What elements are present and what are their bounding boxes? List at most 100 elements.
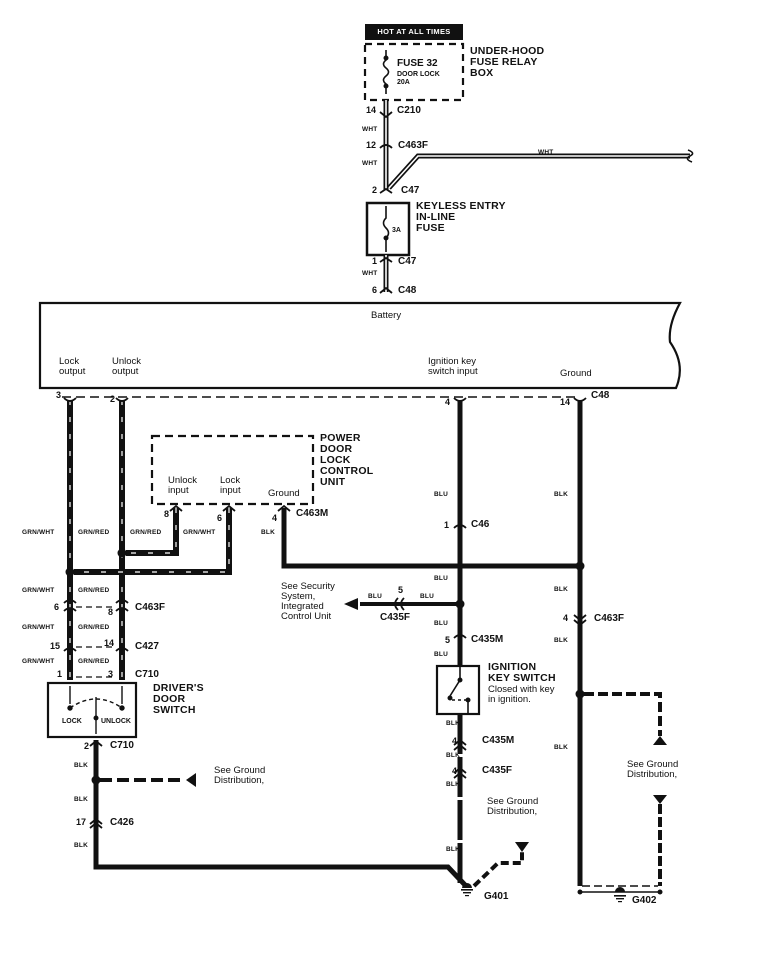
wire-color-label: GRN/WHT [22,529,55,536]
keyless-entry-module-outline [38,301,682,390]
wire-color-label: WHT [538,149,554,156]
wire-color-label: GRN/WHT [22,658,55,665]
connector-c48-module: C48 [591,390,610,401]
connector-c463f-ground: C463F [594,613,625,624]
wire-color-label: BLU [434,651,448,658]
fuse-box-outline [363,42,465,102]
pin-c710-unlock: 3 [108,669,114,679]
pin-c435m-bottom: 4 [452,736,458,746]
module-battery-label: Battery [371,310,402,321]
wire-color-label: BLU [434,620,448,627]
door-switch-lock-label: LOCK [62,718,82,725]
connector-c435m-bottom: C435M [482,735,515,746]
connector-c463m: C463M [296,508,329,519]
connector-c435f-bottom: C435F [482,765,513,776]
connector-c47-bottom: C47 [398,256,417,267]
pin-c435f-branch: 5 [398,585,404,595]
connector-c710-bottom: C710 [110,740,134,751]
fuse-32-label: FUSE 32 [397,58,438,69]
junction-lock [65,567,75,577]
pin-ignition-input: 4 [445,397,451,407]
wire-color-label: GRN/RED [78,624,110,631]
right-ref-arrow-top-icon [653,736,667,745]
wire-color-label: BLK [74,842,88,849]
pin-c463f-unlock: 8 [108,607,114,617]
wire-color-label: BLK [261,529,275,536]
wire-door-switch-ground [93,740,468,888]
fuse-32-desc: DOOR LOCK [397,71,440,78]
wire-color-label: BLK [554,491,568,498]
junction-right-ground [575,689,585,699]
junction-unlock [117,548,127,558]
connector-c710-top: C710 [135,669,159,680]
wire-color-label: BLU [368,593,382,600]
connector-c426: C426 [110,817,134,828]
junction-security [455,599,465,609]
wire-color-label: BLK [74,796,88,803]
connector-c210: C210 [397,105,421,116]
right-ref-arrow-bottom-icon [653,795,667,804]
wire-color-label: BLK [446,781,460,788]
wire-color-label: WHT [362,126,378,133]
pin-c427-unlock: 14 [104,638,115,648]
door-switch-box [46,681,138,739]
wire-color-label: GRN/RED [130,529,162,536]
security-arrow-icon [344,598,358,610]
pin-c46: 1 [444,520,450,530]
g401-ground-icon [461,883,473,897]
connector-c463f-left: C463F [135,602,166,613]
hot-at-all-times-banner: HOT AT ALL TIMES [365,24,463,40]
g402-ground-icon [614,887,626,903]
pin-pdl-lock: 6 [217,513,223,523]
pin-c47-bottom: 1 [372,256,378,266]
junction-ground [575,561,585,571]
wire-color-label: GRN/WHT [22,624,55,631]
fuse-32-rating: 20A [397,79,410,86]
pin-c48-top: 6 [372,285,378,295]
wire-color-label: BLK [554,744,568,751]
connector-c46: C46 [471,519,490,530]
wire-color-label: GRN/WHT [183,529,216,536]
connector-c463f-top: C463F [398,140,429,151]
wire-pdl-lock [74,508,232,575]
fuse-32-symbol [382,50,390,94]
pdl-unit-outline [150,434,315,506]
wire-color-label: BLK [74,762,88,769]
g401-ref-arrow-icon [515,842,529,852]
connector-c427: C427 [135,641,159,652]
pin-pdl-ground: 4 [272,513,278,523]
inline-fuse-symbol [382,206,390,252]
wire-pdl-ground [281,508,578,569]
wire-wht-branch [387,153,690,190]
pin-c435f-bottom: 4 [452,766,458,776]
wire-color-label: BLK [446,846,460,853]
inline-fuse-rating: 3A [392,227,401,234]
inline-fuse-box [365,201,411,257]
wire-color-label: GRN/WHT [22,587,55,594]
pin-c463f-top: 12 [366,140,377,150]
junction-door-ground [91,775,101,785]
pin-c710-lock: 1 [57,669,63,679]
wire-color-label: BLU [420,593,434,600]
pin-c710-bottom: 2 [84,741,90,751]
wire-color-label: BLK [446,720,460,727]
pin-module-ground: 14 [560,397,571,407]
pin-c427-lock: 15 [50,641,61,651]
connector-c47-top: C47 [401,185,420,196]
pin-pdl-unlock: 8 [164,509,170,519]
pin-c463f-ground: 4 [563,613,569,623]
